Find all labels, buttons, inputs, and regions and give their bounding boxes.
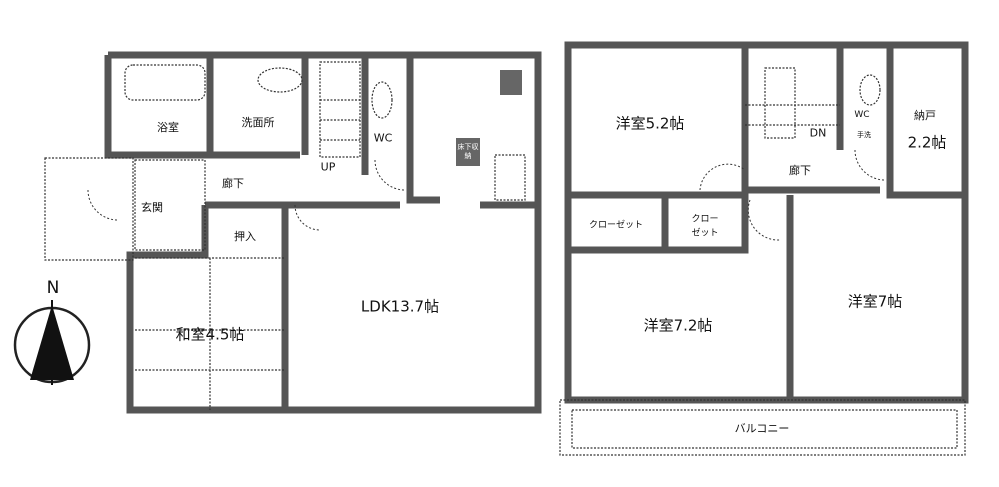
room-entrance: 玄関 [141,201,163,214]
room-storage-size: 2.2帖 [907,133,947,152]
closet-1: クローゼット [588,220,644,231]
floor1-walls [44,51,542,414]
room-western-2: 洋室7.2帖 [643,316,713,335]
closet-2-line1: クロー [691,214,719,225]
room-western-3: 洋室7帖 [847,292,903,311]
room-wc-2f: WC [854,110,870,120]
handwash-label: 手洗 [857,131,871,139]
room-ldk: LDK13.7帖 [360,297,440,316]
room-wc-1f: WC [373,131,393,145]
floor2-walls [559,41,969,456]
room-closet-oshiire: 押入 [234,230,256,243]
room-western-1: 洋室5.2帖 [615,114,685,133]
room-washroom: 洗面所 [241,116,275,129]
stairs-down-label: DN [809,126,827,140]
stairs-up-label: UP [320,160,336,174]
compass-north-label: N [46,278,60,298]
north-arrow-icon [13,300,91,385]
underfloor-storage: 床下収納 [457,143,479,160]
room-japanese: 和室4.5帖 [175,325,245,344]
room-hallway-2f: 廊下 [789,164,811,177]
balcony: バルコニー [734,422,790,435]
room-storage-name: 納戸 [914,109,936,122]
room-bath: 浴室 [157,121,179,134]
closet-2-line2: ゼット [691,228,719,239]
room-hallway-1f: 廊下 [222,177,244,190]
